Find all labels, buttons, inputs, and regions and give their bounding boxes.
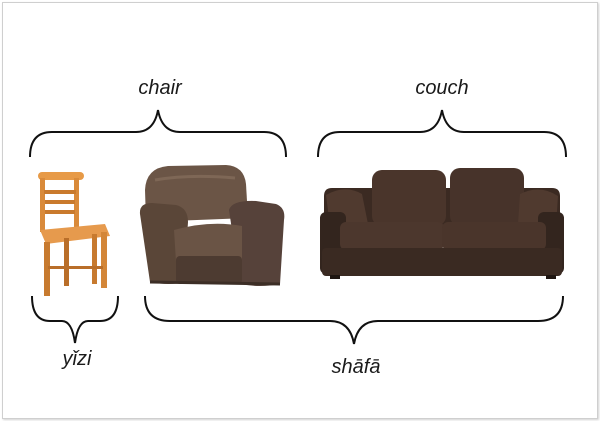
english-couch-bracket bbox=[317, 109, 567, 158]
label-shafa: shāfā bbox=[331, 356, 381, 378]
chinese-shafa-bracket bbox=[144, 295, 564, 345]
couch-image bbox=[320, 168, 564, 279]
english-chair-bracket bbox=[29, 109, 287, 158]
label-chair: chair bbox=[138, 77, 182, 99]
armchair-image bbox=[139, 165, 285, 286]
label-couch: couch bbox=[415, 77, 469, 99]
wooden-chair-image bbox=[38, 172, 110, 296]
chinese-yizi-bracket bbox=[31, 295, 119, 344]
label-yizi: yǐzi bbox=[62, 348, 92, 370]
